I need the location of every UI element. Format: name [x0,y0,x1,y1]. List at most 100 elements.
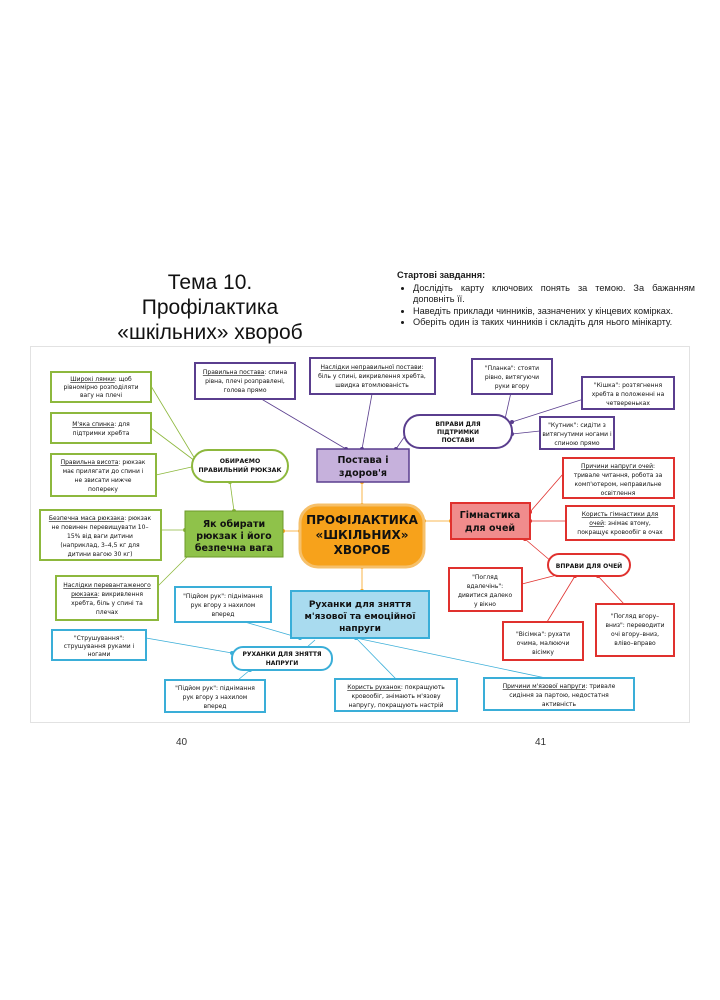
leaf-text: "Планка": стояти [485,365,539,372]
leaf-text: : покращують [401,684,445,691]
svg-text:Користь руханок: покращують: Користь руханок: покращують [347,684,445,691]
leaf-text: "Вісімка": рухати [516,631,570,638]
leaf-text: має прилягати до спини і [63,468,144,475]
branch-title: Руханки для зняття [309,600,412,610]
leaf-text: "Погляд вгору– [611,613,659,620]
leaf-text: очима, малюючи [517,640,570,647]
leaf-text: не повинен перевищувати 10– [52,524,149,531]
leaf-text: : для [114,421,130,428]
leaf-text: рук вгору з нахилом [183,694,248,701]
svg-text:рюкзака: викривлення: рюкзака: викривлення [71,591,143,598]
subgroup-label: ПОСТАВИ [442,437,475,444]
title-line: Тема 10. [167,271,253,294]
task-item: Дослідіть карту ключових понять за темою… [413,283,695,306]
posture-branch: Постава і здоров'я Правильна постава: сп… [194,357,675,483]
branch-title: рюкзак і його [196,531,272,542]
leaf-keyword: Безпечна маса рюкзака [49,515,125,522]
leaf-text: рівно, витягуючи [485,374,539,381]
leaf-text: вліво–вправо [614,640,656,647]
leaf-text: вперед [204,703,227,710]
branch-title: м'язової та емоційної [304,611,415,622]
svg-text:М'яка спинка: для: М'яка спинка: для [72,421,130,428]
leaf-text: : рюкзак [118,459,145,466]
leaf-keyword: Наслідки перевантаженого [63,582,151,589]
leaf-text: : знімає втому, [604,520,651,527]
leaf-text: (наприклад, 3–4,5 кг для [60,542,140,549]
leaf-text: "Кішка": розтягнення [594,382,663,389]
branch-title: Постава і [337,455,388,466]
leaf-text: не звисати нижче [75,477,132,484]
title-line: Профілактика [141,296,279,319]
leaf-text: : [422,364,424,371]
leaf-text: четвереньках [606,400,650,407]
warmup-branch: Руханки для зняття м'язової та емоційної… [51,586,635,713]
leaf-text: вперед [212,611,235,618]
svg-text:Причини м'язової напруги: трив: Причини м'язової напруги: тривале [503,683,616,690]
leaf-keyword: М'яка спинка [72,421,114,428]
mind-map: ПРОФІЛАКТИКА «ШКІЛЬНИХ» ХВОРОБ Як обират… [30,346,690,723]
subgroup-label: ОБИРАЄМО [220,458,260,465]
leaf-text: плечах [96,609,119,616]
leaf-text: : спина [264,369,287,376]
leaf-text: вісімку [532,649,554,656]
leaf-keyword: Правильна постава [203,369,265,376]
page-number-left: 40 [176,737,188,748]
leaf-text: кровообіг, знімають м'язову [351,693,440,700]
leaf-text: напругу, покращують настрій [348,702,443,709]
subgroup-label: РУХАНКИ ДЛЯ ЗНЯТТЯ [242,651,321,658]
leaf-text: хребта, біль у спині та [71,600,143,607]
branch-title: здоров'я [339,468,387,479]
leaf-text: вдалечінь": [467,583,503,590]
leaf-text: швидка втомлюваність [335,382,409,389]
page-title: Тема 10. Профілактика «шкільних» хвороб [80,270,340,345]
leaf-text: 15% від ваги дитини [67,533,133,540]
leaf-keyword: Наслідки неправильної постави [320,364,421,371]
leaf-text: "Кутник": сидіти з [548,422,606,429]
leaf-text: : [653,463,655,470]
leaf-text: очі вгору–вниз, [611,631,659,638]
leaf-text: "Підйом рук": піднімання [183,593,263,600]
svg-text:очей: знімає втому,: очей: знімає втому, [589,520,651,527]
backpack-branch: Як обирати рюкзак і його безпечна вага О… [39,371,289,621]
leaf-text: хребта в положенні на [592,391,665,398]
svg-text:Причини напруги очей:: Причини напруги очей: [581,463,655,470]
leaf-text: "Погляд [472,574,498,581]
leaf-text: підтримки хребта [73,430,130,437]
center-text: ПРОФІЛАКТИКА [306,513,419,527]
task-item: Наведіть приклади чинників, зазначених у… [413,306,695,318]
leaf-text: комп'ютером, неправильне [575,481,662,488]
subgroup-label: ПІДТРИМКИ [437,429,479,436]
starter-tasks: Стартові завдання: Дослідіть карту ключо… [397,270,695,329]
subgroup-label: НАПРУГИ [266,660,299,667]
svg-text:Широкі лямки: щоб: Широкі лямки: щоб [70,376,132,383]
leaf-text: "Струшування": [74,635,124,642]
leaf-text: біль у спині, викривлення хребта, [318,373,426,380]
leaf-text: ногами [88,651,111,658]
leaf-text: руки вгору [495,383,530,390]
leaf-text: струшування руками і [64,643,135,650]
svg-text:Правильна постава: спина: Правильна постава: спина [203,369,288,376]
leaf-text: вниз": переводити [605,622,664,629]
leaf-keyword: Користь руханок [347,684,401,691]
leaf-text: "Підйом рук": піднімання [175,685,255,692]
leaf-text: дивитися далеко [458,592,513,599]
leaf-text: у вікно [474,601,496,608]
subgroup-label: ВПРАВИ ДЛЯ ОЧЕЙ [556,562,622,570]
leaf-text: попереку [88,486,118,493]
center-text: ХВОРОБ [334,543,391,557]
tasks-list: Дослідіть карту ключових понять за темою… [397,283,695,329]
leaf-keyword: очей [589,520,604,527]
leaf-keyword: Широкі лямки [70,376,115,383]
leaf-keyword: Правильна висота [61,459,119,466]
leaf-keyword: Користь гімнастики для [582,511,659,518]
leaf-text: сидіння за партою, недостатня [509,692,609,699]
subgroup-label: ПРАВИЛЬНИЙ РЮКЗАК [198,465,281,474]
leaf-text: освітлення [601,490,636,497]
leaf-text: : щоб [115,376,132,383]
branch-title: напруги [339,624,381,634]
leaf-text: покращує кровообіг в очах [577,529,663,536]
center-node: ПРОФІЛАКТИКА «ШКІЛЬНИХ» ХВОРОБ [298,503,426,569]
leaf-text: голова прямо [224,387,267,394]
branch-title: Як обирати [203,519,265,530]
eyes-branch: Гімнастика для очей Причини напруги очей… [448,457,675,661]
